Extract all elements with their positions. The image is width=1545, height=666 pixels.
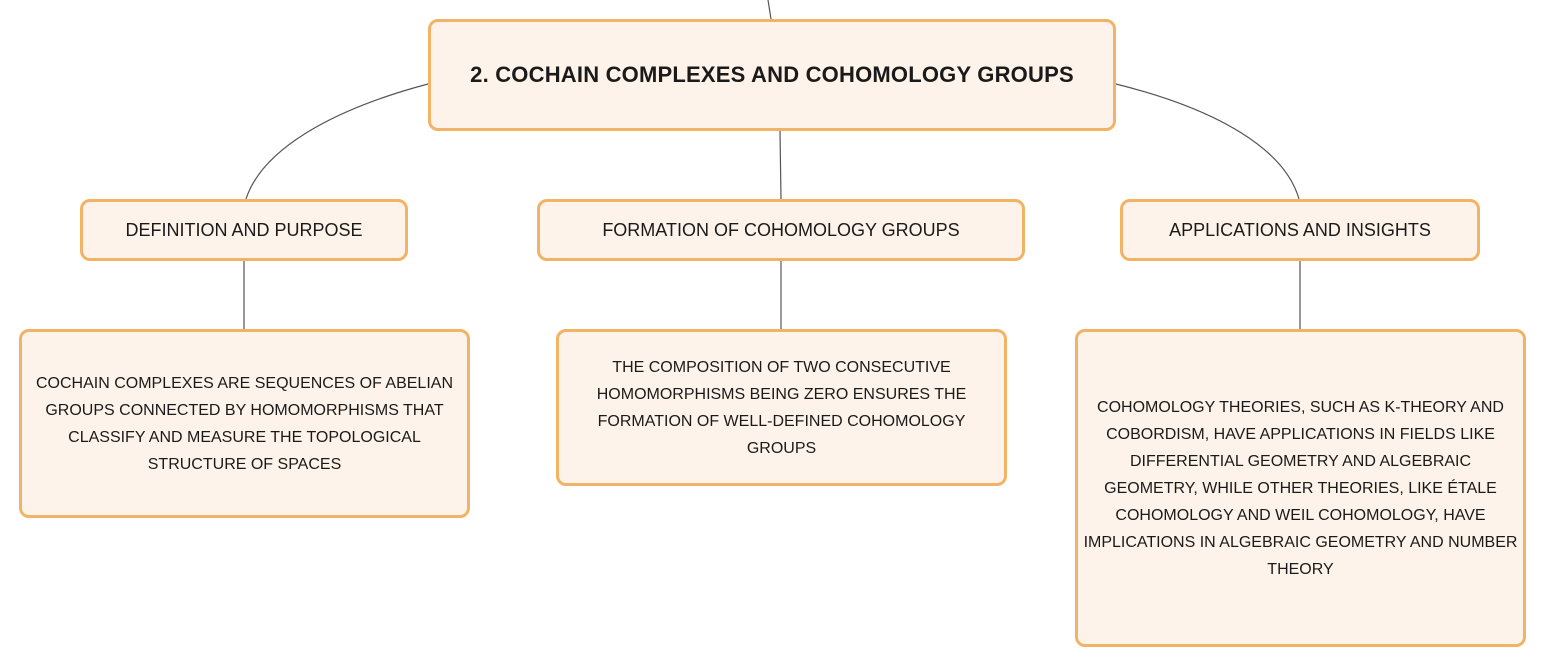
detail-node-definition[interactable]: COCHAIN COMPLEXES ARE SEQUENCES OF ABELI…: [19, 329, 470, 518]
topic-node-definition[interactable]: DEFINITION AND PURPOSE: [80, 199, 408, 261]
detail-node-text: COHOMOLOGY THEORIES, SUCH AS K-THEORY AN…: [1083, 398, 1518, 578]
root-node-label: 2. COCHAIN COMPLEXES AND COHOMOLOGY GROU…: [470, 62, 1074, 87]
edge-root-to-applications: [1115, 83, 1300, 200]
topic-node-formation[interactable]: FORMATION OF COHOMOLOGY GROUPS: [537, 199, 1025, 261]
root-node[interactable]: 2. COCHAIN COMPLEXES AND COHOMOLOGY GROU…: [428, 19, 1116, 131]
edge-root-to-formation: [779, 130, 782, 200]
detail-node-text: THE COMPOSITION OF TWO CONSECUTIVE HOMOM…: [596, 358, 967, 457]
topic-node-label: DEFINITION AND PURPOSE: [125, 219, 363, 240]
detail-node-applications[interactable]: COHOMOLOGY THEORIES, SUCH AS K-THEORY AN…: [1075, 329, 1526, 647]
detail-node-text: COCHAIN COMPLEXES ARE SEQUENCES OF ABELI…: [36, 374, 453, 473]
incoming-edge: [767, 0, 772, 20]
topic-node-applications[interactable]: APPLICATIONS AND INSIGHTS: [1120, 199, 1480, 261]
detail-node-formation[interactable]: THE COMPOSITION OF TWO CONSECUTIVE HOMOM…: [556, 329, 1007, 486]
topic-node-label: APPLICATIONS AND INSIGHTS: [1169, 219, 1431, 240]
topic-node-label: FORMATION OF COHOMOLOGY GROUPS: [602, 219, 960, 240]
edge-root-to-definition: [245, 83, 429, 200]
